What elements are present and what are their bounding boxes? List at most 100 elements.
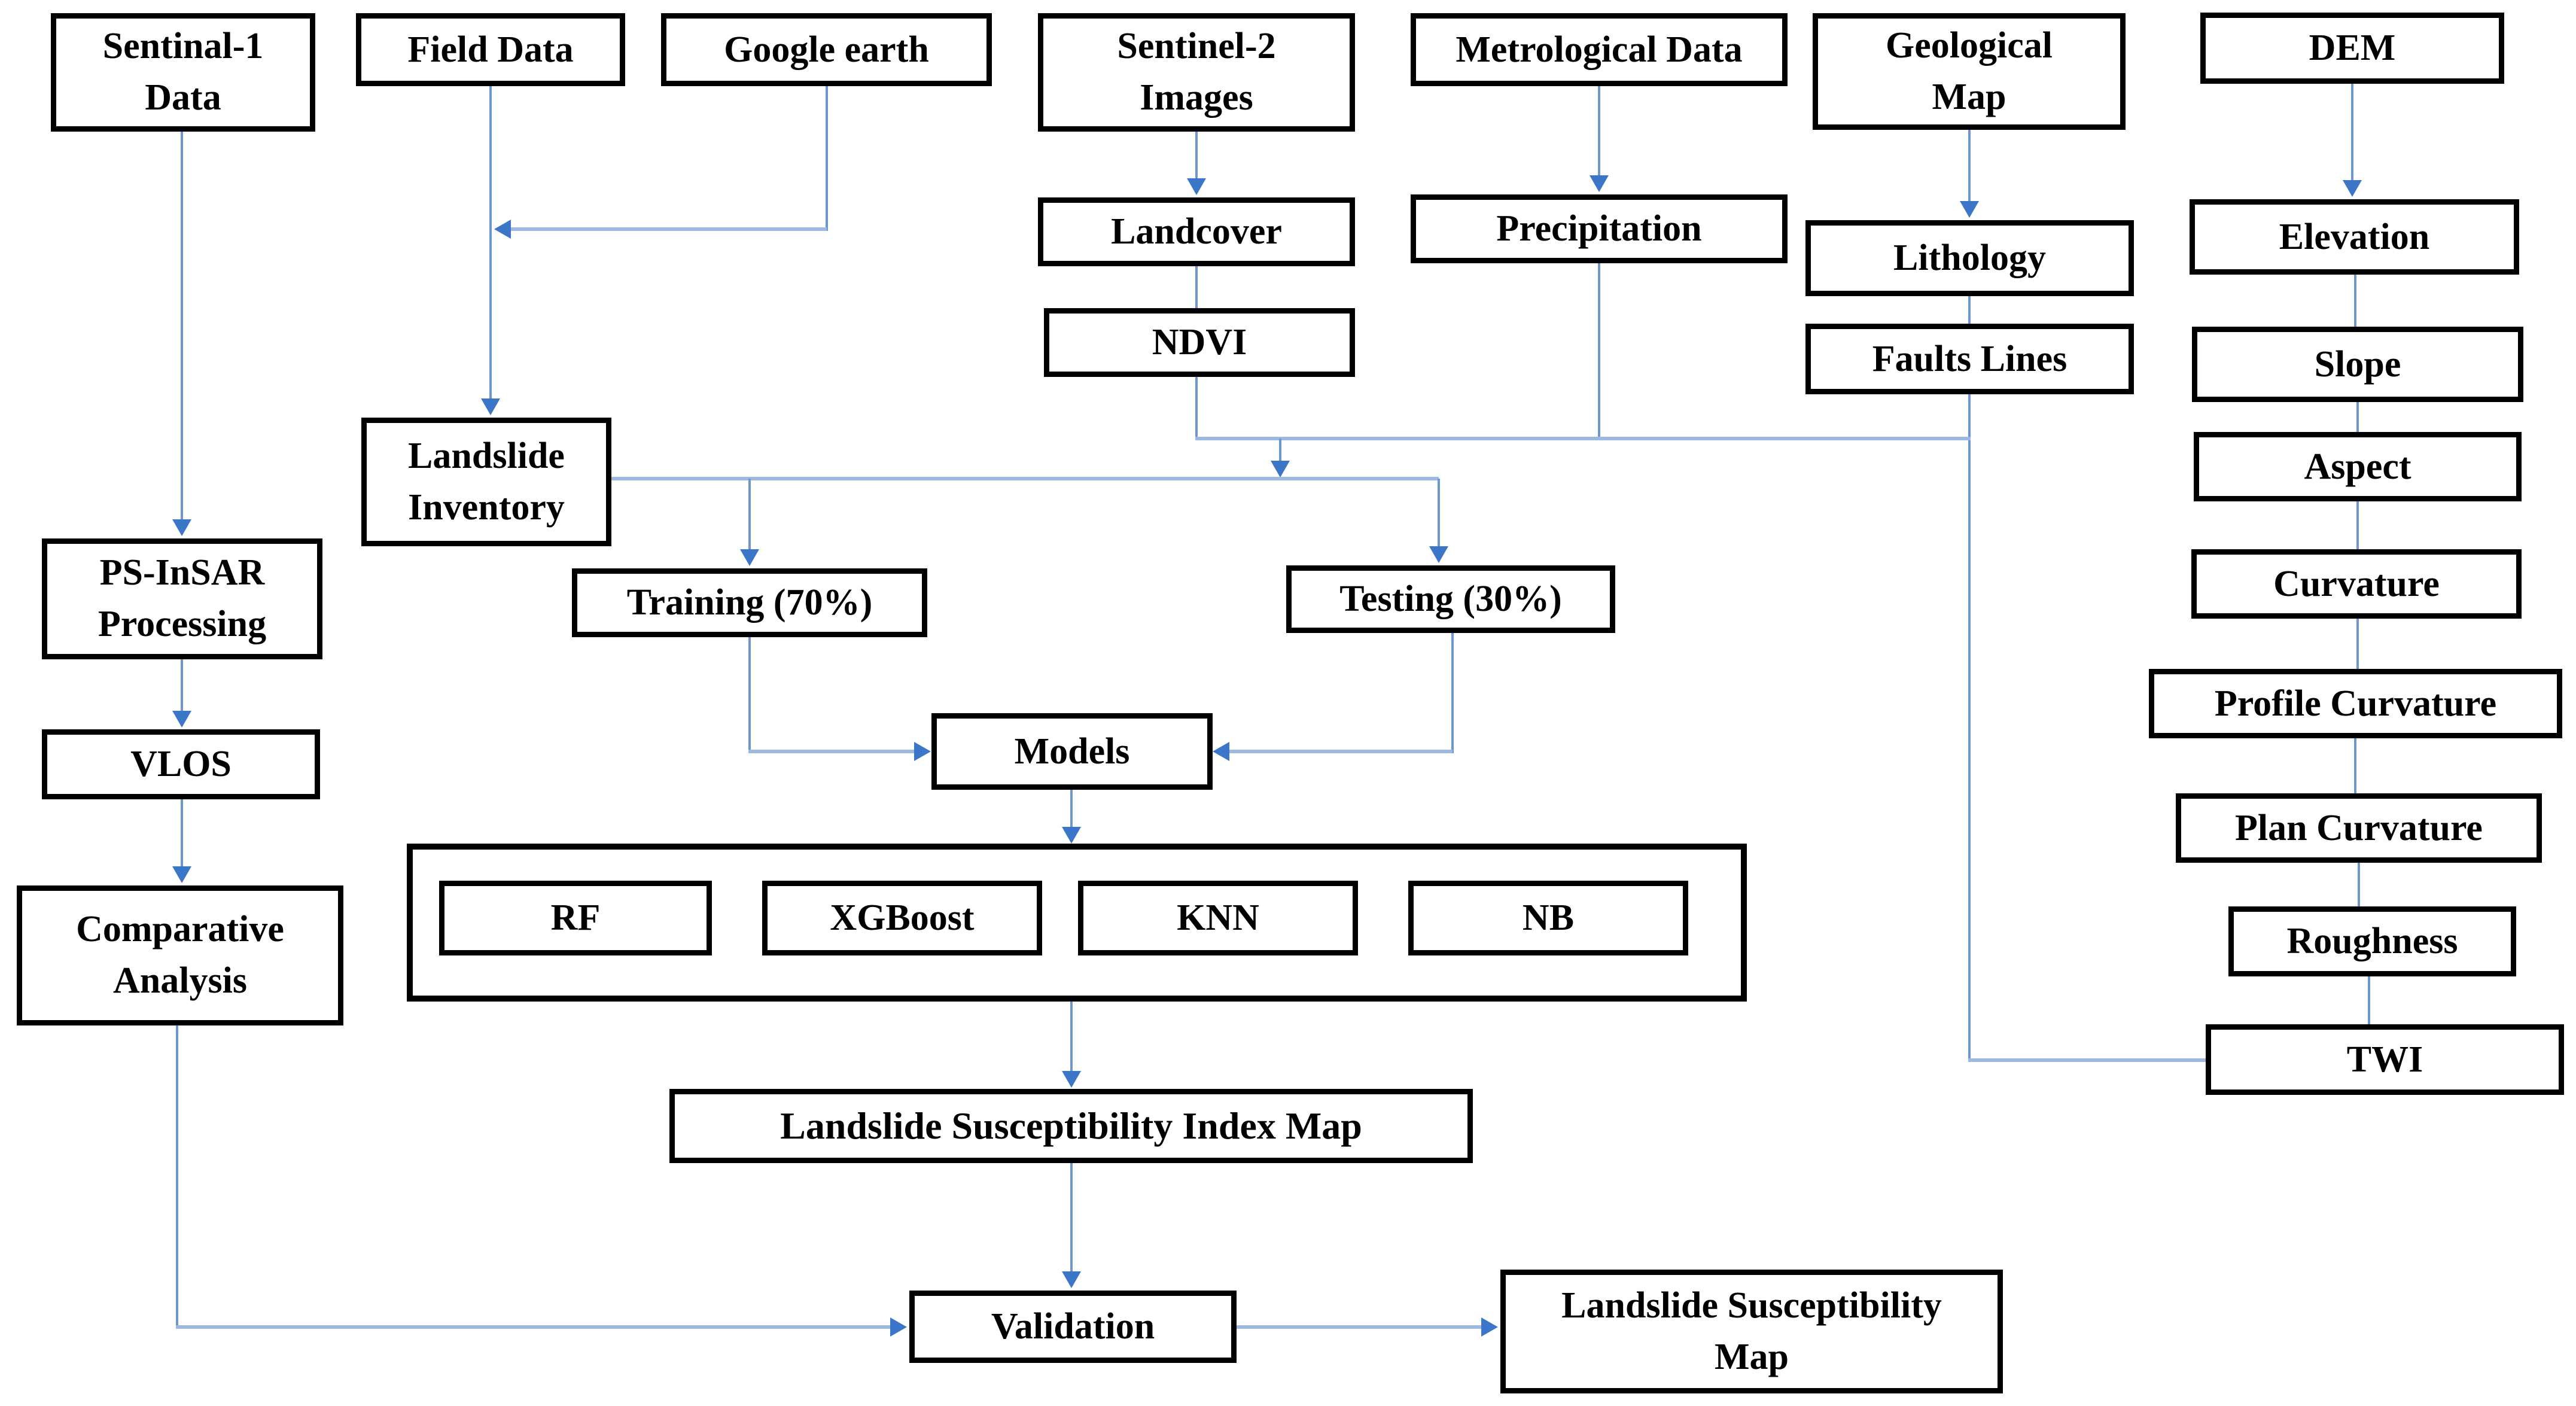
node-label: Validation — [991, 1306, 1155, 1347]
connector-lsimap-to-validation — [1070, 1163, 1073, 1271]
arrowhead-right-models — [914, 742, 931, 761]
node-training-70: Training (70%) — [572, 568, 927, 637]
connector-testing-to-models — [1226, 750, 1453, 753]
node-field-data: Field Data — [356, 13, 625, 86]
node-label: Slope — [2314, 343, 2401, 385]
node-ndvi: NDVI — [1044, 308, 1355, 377]
connector-fielddata-to-inventory — [489, 86, 492, 398]
node-label: Landcover — [1111, 211, 1282, 252]
node-faults-lines: Faults Lines — [1805, 324, 2134, 394]
node-label: Curvature — [2273, 563, 2440, 604]
connector-metrological-to-precipitation — [1598, 86, 1600, 175]
arrowhead-down-precipitation — [1590, 175, 1609, 192]
node-landslide-susceptibility-index-map: Landslide Susceptibility Index Map — [669, 1089, 1473, 1163]
node-landslide-susceptibility-map: Landslide Susceptibility Map — [1500, 1270, 2003, 1393]
node-comparative-analysis: Comparative Analysis — [17, 885, 343, 1025]
connector-testing-down — [1451, 633, 1454, 753]
node-label: Roughness — [2286, 921, 2458, 962]
connector-inventory-split-line — [611, 477, 1439, 480]
connector-profile-to-plan — [2354, 738, 2356, 793]
arrowhead-down-container — [1062, 827, 1081, 844]
node-validation: Validation — [909, 1291, 1237, 1363]
node-label: Aspect — [2304, 446, 2411, 487]
arrowhead-left-fielddata-line — [494, 220, 511, 239]
node-label: VLOS — [130, 744, 232, 785]
node-knn: KNN — [1078, 881, 1358, 955]
connector-sentinal1-to-psinsar — [181, 132, 183, 519]
connector-comparative-down — [176, 1025, 178, 1329]
node-label: KNN — [1177, 897, 1259, 939]
node-xgboost: XGBoost — [762, 881, 1042, 955]
node-elevation: Elevation — [2190, 199, 2519, 275]
connector-psinsar-to-vlos — [181, 659, 183, 711]
node-precipitation: Precipitation — [1411, 194, 1788, 263]
connector-roughness-to-twi — [2368, 976, 2370, 1024]
connector-precipitation-to-collector — [1598, 263, 1600, 440]
connector-googleearth-to-fielddata — [508, 227, 827, 231]
node-label: Sentinel-2 Images — [1117, 26, 1276, 118]
node-label: Landslide Inventory — [408, 435, 565, 528]
connector-container-to-lsimap — [1070, 1002, 1073, 1071]
node-label: NDVI — [1152, 322, 1247, 363]
arrowhead-down-inventory — [481, 398, 500, 415]
node-label: Landslide Susceptibility Map — [1561, 1285, 1942, 1377]
connector-curvature-to-profile — [2356, 619, 2359, 669]
node-label: DEM — [2309, 28, 2396, 69]
connector-validation-to-lsmap — [1237, 1325, 1482, 1329]
node-models: Models — [931, 713, 1213, 790]
connector-sentinel2-to-landcover — [1195, 132, 1198, 178]
arrowhead-down-psinsar — [172, 519, 191, 536]
arrowhead-left-models — [1213, 742, 1229, 761]
arrowhead-down-validation — [1062, 1271, 1081, 1288]
node-label: XGBoost — [830, 897, 975, 939]
connector-aspect-to-curvature — [2356, 501, 2359, 549]
connector-landcover-to-ndvi — [1195, 266, 1198, 308]
node-label: Metrological Data — [1456, 29, 1743, 70]
arrowhead-down-training — [740, 549, 759, 566]
node-aspect: Aspect — [2194, 432, 2522, 501]
node-testing-30: Testing (30%) — [1286, 565, 1615, 633]
arrowhead-down-testing — [1429, 546, 1448, 563]
node-landcover: Landcover — [1038, 197, 1355, 266]
node-label: Landslide Susceptibility Index Map — [780, 1104, 1362, 1147]
arrowhead-down-vlos — [172, 711, 191, 728]
node-geological-map: Geological Map — [1813, 13, 2126, 130]
connector-factors-collector — [1195, 437, 1971, 440]
connector-comparative-to-validation — [176, 1325, 891, 1329]
node-twi: TWI — [2206, 1024, 2564, 1095]
arrowhead-right-lsmap — [1481, 1317, 1498, 1337]
node-vlos: VLOS — [42, 729, 320, 799]
node-sentinel-2-images: Sentinel-2 Images — [1038, 13, 1355, 132]
connector-training-down — [748, 637, 751, 753]
connector-vlos-to-comparative — [181, 799, 183, 866]
connector-elevation-to-slope — [2354, 275, 2356, 327]
node-label: TWI — [2346, 1039, 2423, 1080]
connector-to-twi — [1968, 1058, 2207, 1062]
connector-geological-to-lithology — [1968, 130, 1971, 201]
arrowhead-down-inventory-line — [1271, 461, 1290, 477]
connector-dem-to-elevation — [2351, 84, 2353, 180]
node-label: Sentinal-1 Data — [102, 26, 264, 118]
node-label: Precipitation — [1496, 208, 1702, 249]
arrowhead-down-lithology — [1960, 201, 1979, 218]
node-label: Google earth — [724, 29, 929, 70]
arrowhead-right-validation — [890, 1317, 907, 1337]
node-label: Training (70%) — [626, 582, 873, 623]
node-label: Lithology — [1893, 238, 2046, 279]
arrowhead-down-landcover — [1187, 178, 1206, 195]
arrowhead-down-lsimap — [1062, 1071, 1081, 1088]
node-label: PS-InSAR Processing — [98, 552, 267, 644]
node-label: Plan Curvature — [2235, 807, 2483, 848]
node-profile-curvature: Profile Curvature — [2149, 669, 2562, 738]
node-label: Comparative Analysis — [76, 909, 284, 1001]
arrowhead-down-elevation — [2343, 180, 2362, 197]
node-label: RF — [550, 897, 601, 939]
node-rf: RF — [439, 881, 712, 955]
node-lithology: Lithology — [1805, 220, 2134, 296]
connector-plan-to-roughness — [2358, 863, 2360, 906]
node-label: NB — [1522, 897, 1575, 939]
node-curvature: Curvature — [2191, 549, 2522, 619]
node-metrological-data: Metrological Data — [1411, 13, 1788, 86]
node-ps-insar-processing: PS-InSAR Processing — [42, 538, 322, 659]
